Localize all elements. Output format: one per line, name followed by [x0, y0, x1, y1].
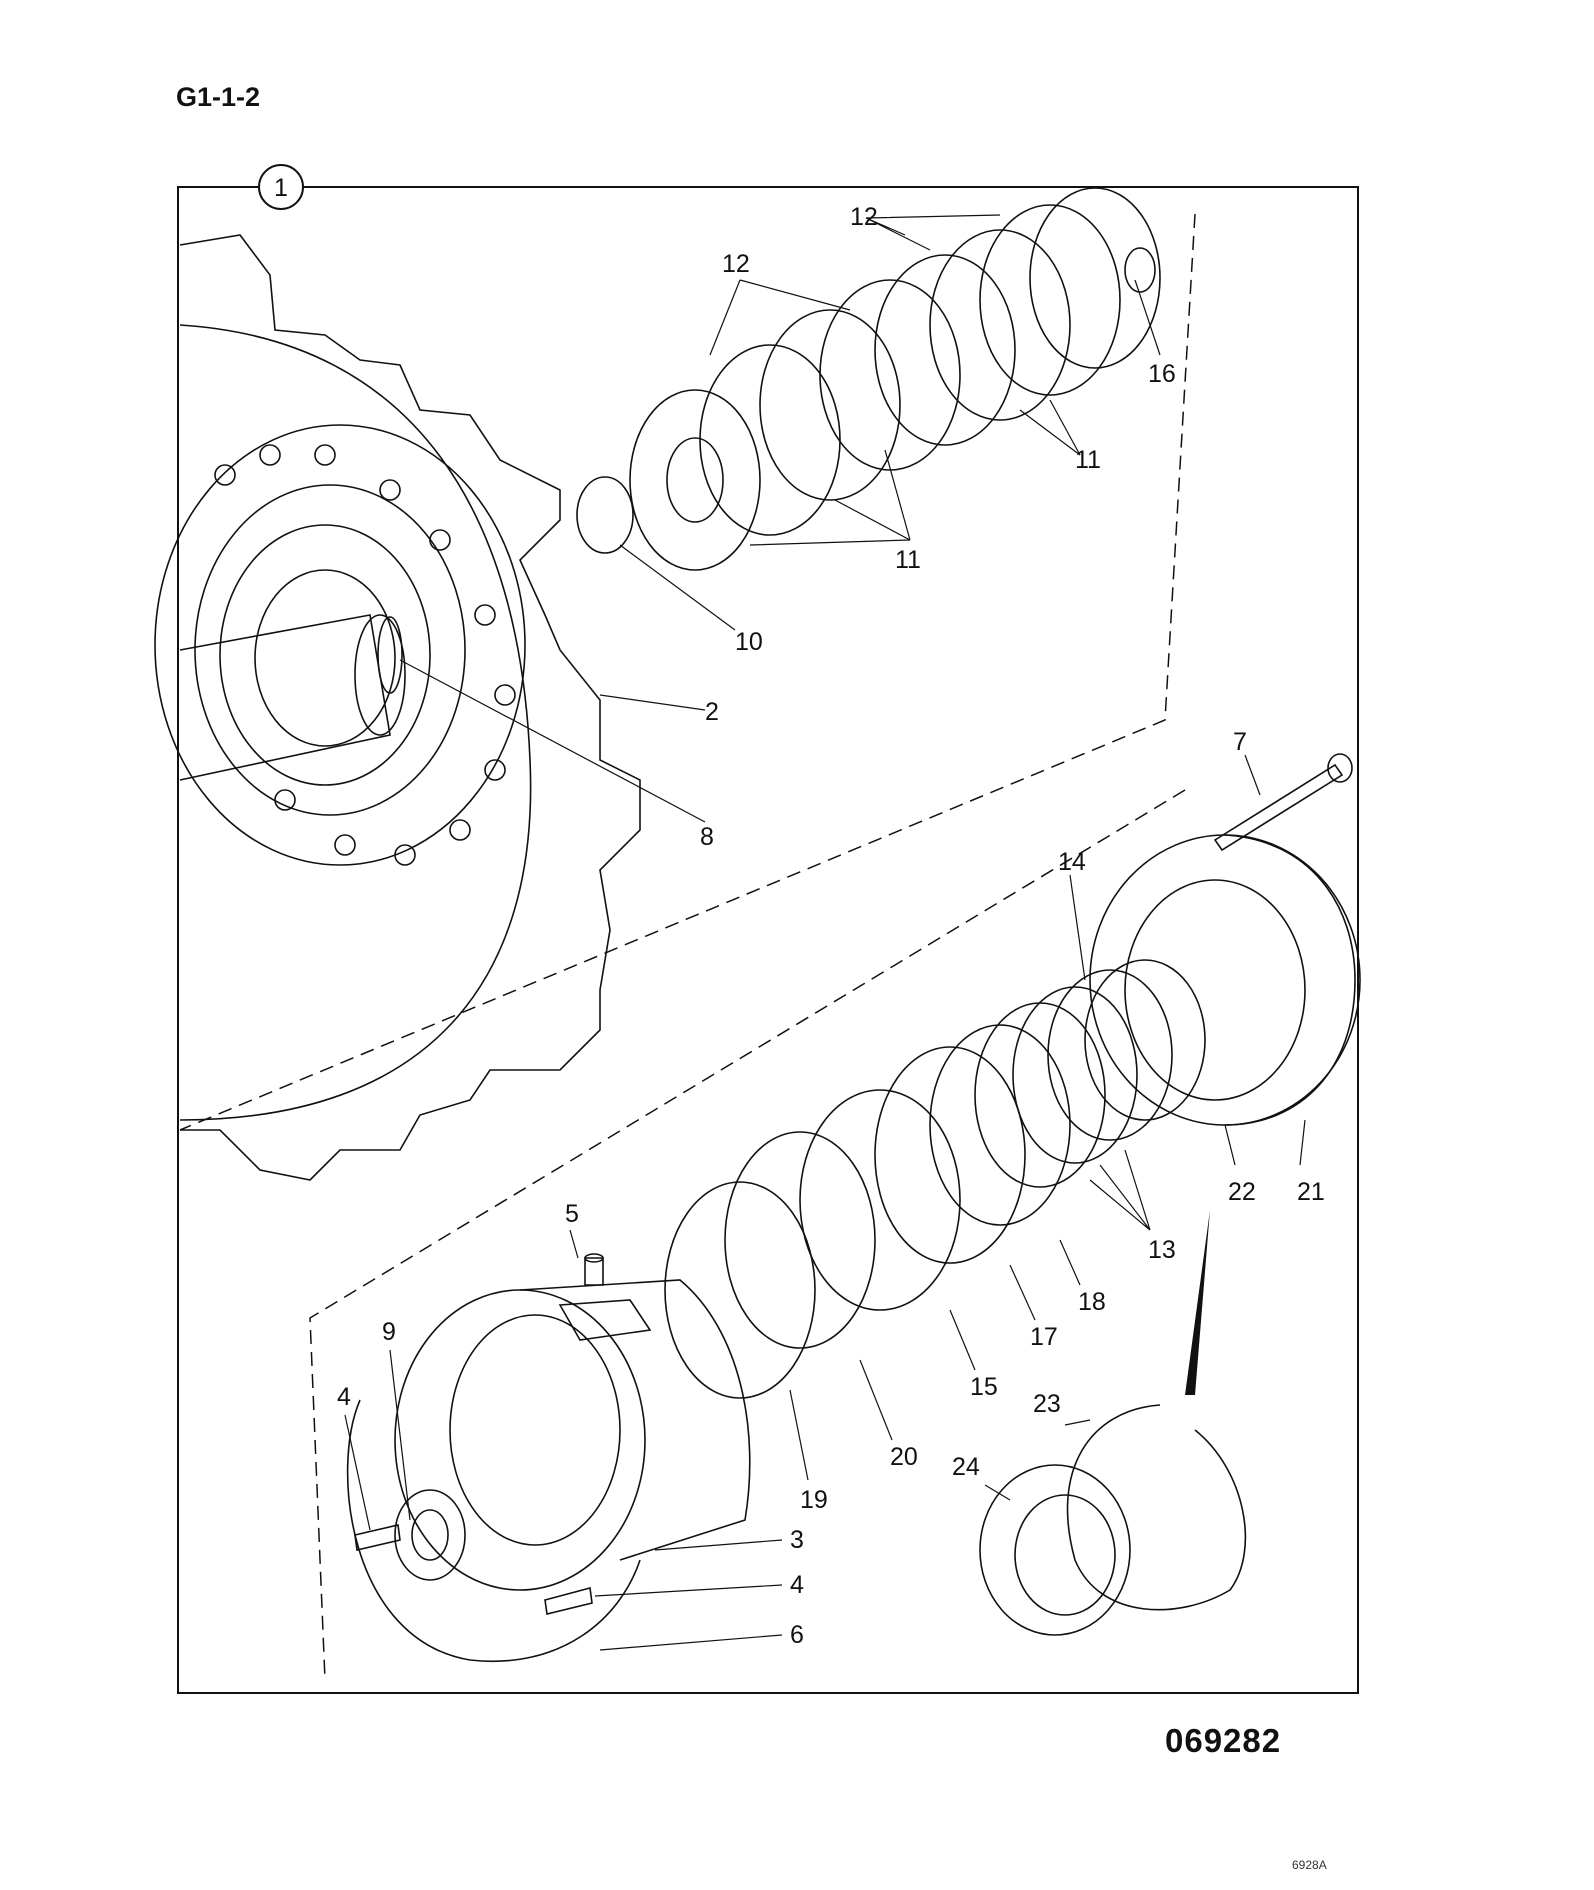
snap-ring-10 [576, 476, 634, 554]
callout-5: 5 [565, 1200, 579, 1228]
callout-22: 22 [1228, 1178, 1256, 1206]
retaining-ring-23 [1066, 1404, 1247, 1611]
callout-16: 16 [1148, 360, 1176, 388]
callout-23: 23 [1033, 1390, 1061, 1418]
callout-4a: 4 [337, 1383, 351, 1411]
small-code: 6928A [1292, 1858, 1327, 1872]
callout-4b: 4 [790, 1571, 804, 1599]
bolt-7 [1213, 753, 1353, 852]
callout-11a: 11 [1075, 446, 1101, 474]
callout-20: 20 [890, 1443, 918, 1471]
callout-3: 3 [790, 1526, 804, 1554]
callout-21: 21 [1297, 1178, 1325, 1206]
tool-wedge [1185, 1210, 1210, 1395]
callout-14: 14 [1058, 848, 1086, 876]
callout-6: 6 [790, 1621, 804, 1649]
callout-13: 13 [1148, 1236, 1176, 1264]
callout-11b: 11 [895, 546, 921, 574]
seal-rings [664, 959, 1206, 1399]
callout-labels: 12 12 16 11 11 10 2 8 7 14 22 21 13 18 1… [337, 203, 1325, 1649]
leader-lines [344, 214, 1306, 1651]
drawing-number: 069282 [1165, 1722, 1282, 1759]
bolt-holes [214, 444, 516, 866]
group-number: 1 [274, 174, 288, 202]
callout-9: 9 [382, 1318, 396, 1346]
callout-17: 17 [1030, 1323, 1058, 1351]
separation-lines [179, 213, 1196, 1681]
sprocket-hub [154, 234, 641, 1181]
page-code: G1-1-2 [176, 82, 261, 112]
dowel-pins-4 [354, 1524, 593, 1615]
seal-24 [979, 1464, 1131, 1636]
callout-12b: 12 [722, 250, 750, 278]
hub-carrier-3 [346, 1279, 751, 1662]
callout-24: 24 [952, 1453, 980, 1481]
callout-7: 7 [1233, 728, 1247, 756]
callout-12a: 12 [850, 203, 878, 231]
callout-15: 15 [970, 1373, 998, 1401]
callout-18: 18 [1078, 1288, 1106, 1316]
group-number-badge: 1 [258, 164, 304, 210]
callout-19: 19 [800, 1486, 828, 1514]
callout-8: 8 [700, 823, 714, 851]
diagram-frame [177, 186, 1359, 1694]
snap-ring-16 [1124, 247, 1156, 293]
oil-port-block [558, 1299, 652, 1341]
housing-21 [1089, 834, 1361, 1126]
disc-pack [576, 187, 1161, 571]
fitting-5 [584, 1253, 604, 1286]
callout-2: 2 [705, 698, 719, 726]
callout-10: 10 [735, 628, 763, 656]
